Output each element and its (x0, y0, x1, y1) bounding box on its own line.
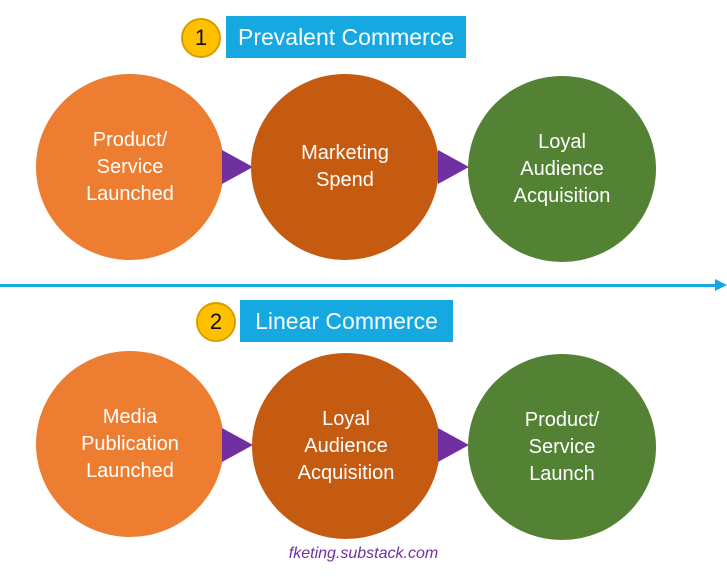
section-number-badge-2: 2 (196, 302, 236, 342)
section2-arrow-1 (222, 428, 253, 462)
section2-arrow-2 (438, 428, 469, 462)
divider-arrowhead-icon (715, 279, 727, 291)
section1-step1-circle: Product/ Service Launched (36, 74, 224, 260)
section-title-2: Linear Commerce (240, 300, 453, 342)
section1-step2-circle: Marketing Spend (251, 74, 439, 260)
section2-step1-label: Media Publication Launched (81, 405, 179, 482)
section2-step1-circle: Media Publication Launched (36, 351, 224, 537)
section1-step3-circle: Loyal Audience Acquisition (468, 76, 656, 262)
section-title-1: Prevalent Commerce (226, 16, 466, 58)
section1-step2-label: Marketing Spend (301, 142, 389, 191)
section1-arrow-1 (222, 150, 253, 184)
section1-step3-label: Loyal Audience Acquisition (513, 130, 611, 207)
section2-step2-label: Loyal Audience Acquisition (297, 407, 395, 484)
section-number-badge-1: 1 (181, 18, 221, 58)
section2-step3-circle: Product/ Service Launch (468, 354, 656, 540)
section1-arrow-2 (438, 150, 469, 184)
source-footer: fketing.substack.com (288, 545, 439, 562)
section2-step2-circle: Loyal Audience Acquisition (252, 353, 440, 539)
section-divider-line (0, 284, 718, 287)
section2-step3-label: Product/ Service Launch (524, 408, 600, 485)
section1-step1-label: Product/ Service Launched (86, 128, 174, 205)
